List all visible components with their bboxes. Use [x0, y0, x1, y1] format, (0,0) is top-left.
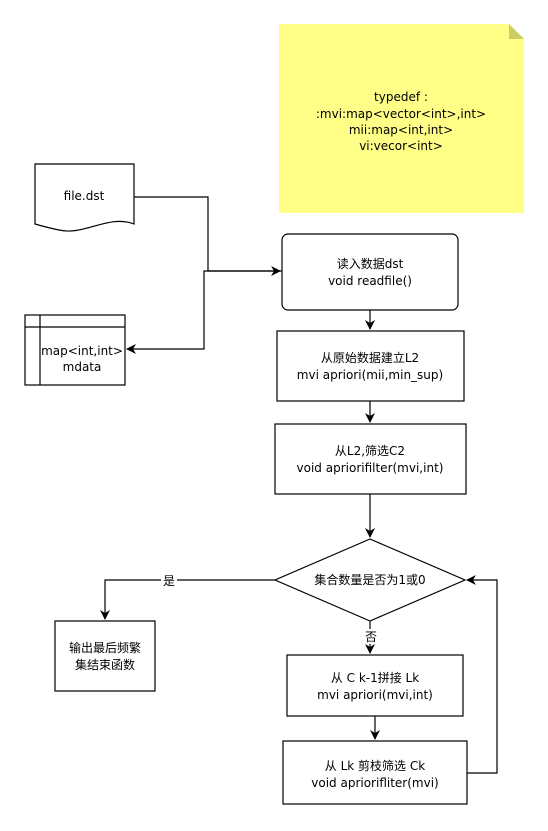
filter-c2-line-2: void apriorifilter(mvi,int) — [297, 461, 444, 475]
note-line-3: mii:map<int,int> — [349, 123, 453, 137]
note-line-2: :mvi:map<vector<int>,int> — [316, 107, 486, 121]
join-lk-node: 从 C k-1拼接 Lk mvi apriori(mvi,int) — [286, 654, 464, 717]
prune-ck-line-1: 从 Lk 剪枝筛选 Ck — [325, 758, 425, 773]
file-document-node: file.dst — [34, 163, 135, 232]
output-node: 输出最后频繁 集结束函数 — [54, 620, 156, 692]
filter-c2-node: 从L2,筛选C2 void apriorifilter(mvi,int) — [274, 423, 467, 495]
note-line-1: typedef : — [374, 90, 428, 104]
build-l2-node: 从原始数据建立L2 mvi apriori(mii,min_sup) — [276, 330, 465, 402]
edge-decision-yes — [100, 579, 275, 620]
decision-label: 集合数量是否为1或0 — [314, 572, 425, 587]
readfile-node: 读入数据dst void readfile() — [281, 233, 459, 311]
output-line-1: 输出最后频繁 — [69, 640, 141, 655]
prune-ck-node: 从 Lk 剪枝筛选 Ck void apriorifliter(mvi) — [282, 740, 468, 805]
readfile-line-2: void readfile() — [328, 274, 412, 288]
typedef-note: typedef : :mvi:map<vector<int>,int> mii:… — [279, 24, 524, 213]
edge-prune-loop-back — [466, 575, 498, 774]
yes-label-bg — [161, 573, 177, 588]
filter-c2-line-1: 从L2,筛选C2 — [335, 443, 405, 458]
prune-ck-line-2: void apriorifliter(mvi) — [311, 776, 438, 790]
edge-readfile-to-mdata — [126, 270, 282, 354]
build-l2-line-2: mvi apriori(mii,min_sup) — [297, 368, 443, 382]
edge-file-to-readfile — [134, 196, 281, 276]
file-label: file.dst — [64, 189, 105, 203]
join-lk-line-2: mvi apriori(mvi,int) — [317, 688, 433, 702]
no-label-bg — [363, 629, 379, 644]
edge-label-no: 否 — [365, 630, 377, 644]
build-l2-line-1: 从原始数据建立L2 — [321, 350, 419, 365]
output-line-2: 集结束函数 — [75, 657, 135, 672]
mdata-line-2: mdata — [63, 360, 102, 374]
note-line-4: vi:vecor<int> — [359, 139, 443, 153]
mdata-storage-node: map<int,int> mdata — [24, 314, 126, 386]
decision-node: 集合数量是否为1或0 — [273, 538, 467, 622]
edge-label-yes: 是 — [163, 574, 175, 588]
note-fold — [509, 24, 524, 39]
mdata-line-1: map<int,int> — [41, 344, 123, 358]
join-lk-line-1: 从 C k-1拼接 Lk — [331, 670, 419, 685]
readfile-line-1: 读入数据dst — [337, 256, 404, 271]
